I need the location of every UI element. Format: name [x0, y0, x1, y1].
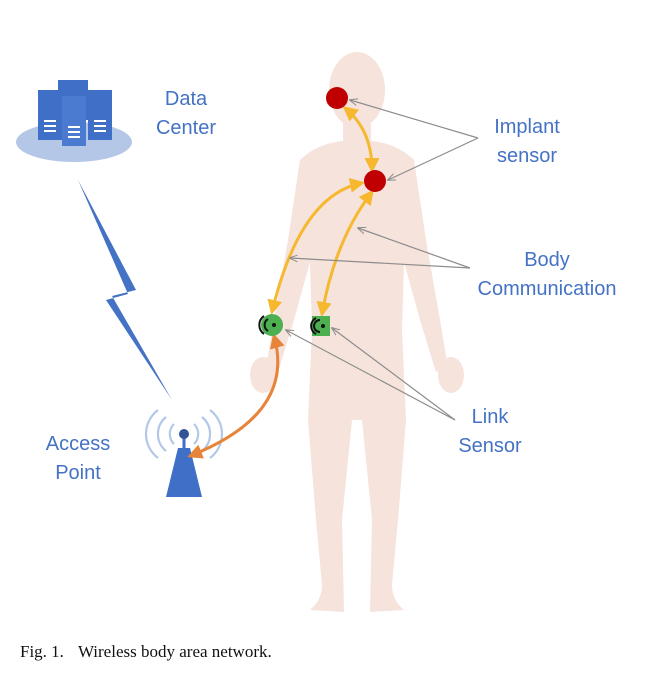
- label-body-communication: Body Communication: [478, 249, 617, 300]
- svg-text:Sensor: Sensor: [458, 435, 522, 457]
- wban-diagram: Data Center Implant sensor Body Communic…: [16, 52, 617, 612]
- svg-text:Communication: Communication: [478, 278, 617, 300]
- figure-caption: Fig. 1. Wireless body area network.: [20, 642, 272, 662]
- link-sensor-hand: [258, 314, 283, 336]
- label-data-center: Data Center: [156, 88, 216, 139]
- pointer-lines: [286, 100, 479, 421]
- body-communication-arrows: [267, 106, 380, 317]
- server-cluster-icon: [16, 80, 132, 162]
- svg-text:Access: Access: [46, 433, 110, 455]
- human-body-silhouette: [250, 52, 464, 612]
- svg-text:Center: Center: [156, 117, 216, 139]
- svg-text:Link: Link: [472, 406, 510, 428]
- svg-text:sensor: sensor: [497, 145, 557, 167]
- label-link-sensor: Link Sensor: [458, 406, 522, 457]
- access-link-arrow: [187, 333, 285, 459]
- implant-sensor-chest: [364, 170, 386, 192]
- link-sensor-hip: [310, 316, 330, 336]
- lightning-bolt-icon: [78, 180, 172, 400]
- caption-text: Wireless body area network.: [77, 642, 272, 661]
- svg-text:Data: Data: [165, 88, 208, 110]
- svg-text:Body: Body: [524, 249, 570, 271]
- antenna-tower-icon: [166, 429, 202, 497]
- label-implant-sensor: Implant sensor: [494, 116, 560, 167]
- svg-text:Point: Point: [55, 462, 101, 484]
- implant-sensor-head: [326, 87, 348, 109]
- label-access-point: Access Point: [46, 433, 110, 484]
- caption-prefix: Fig. 1.: [20, 642, 64, 661]
- svg-text:Implant: Implant: [494, 116, 560, 138]
